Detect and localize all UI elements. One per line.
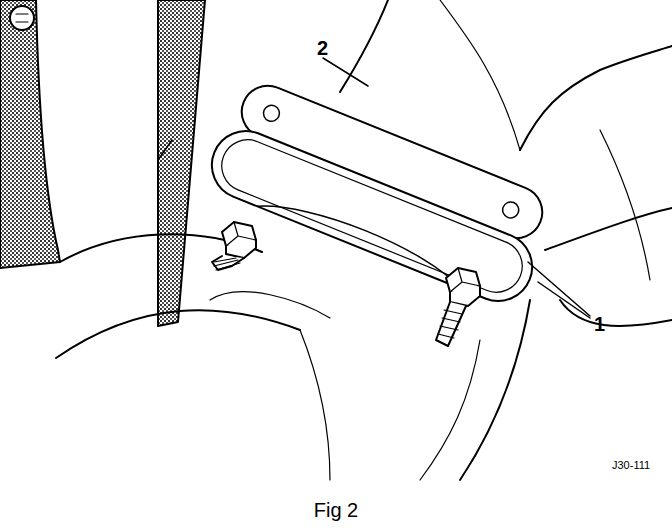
callout-number: 1: [594, 314, 605, 334]
figure-code: J30-111: [612, 460, 650, 471]
callout-number: 2: [317, 38, 328, 58]
figure-caption: Fig 2: [314, 500, 358, 520]
